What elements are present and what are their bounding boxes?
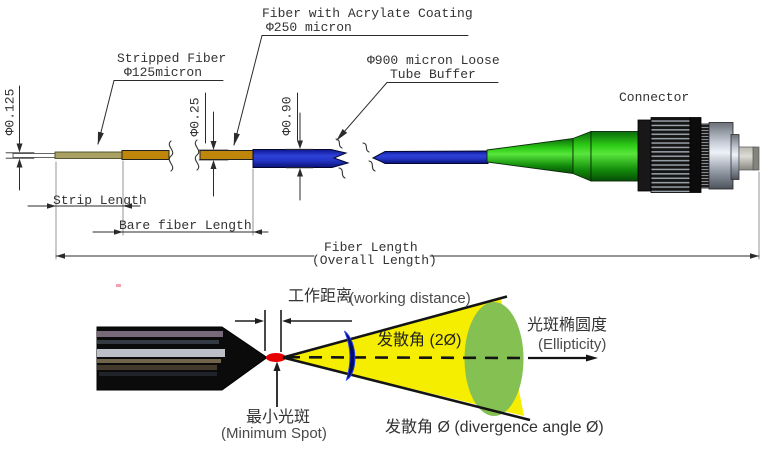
connector-ferrule-endcap [752, 146, 760, 171]
dim-fiber-length-label: Fiber Length [324, 240, 418, 255]
cone-edge-bottom [282, 356, 531, 422]
working-distance-label-en: (working distance) [349, 290, 471, 307]
break-symbol [168, 140, 174, 172]
fiber-segment-2 [194, 138, 350, 179]
length-dimension-lines [27, 203, 760, 259]
callout-loose-tube-line1: Φ900 micron Loose [367, 53, 500, 68]
dim-bare-fiber-length-label: Bare fiber Length [119, 218, 252, 233]
callout-leaders [97, 35, 499, 146]
minimum-spot-label-en: (Minimum Spot) [221, 425, 327, 442]
dim-overall-length-label: (Overall Length) [312, 253, 437, 268]
cable-bar [371, 150, 489, 164]
dim-phi-090-lines [285, 92, 314, 201]
break-symbol [194, 139, 200, 171]
minimum-spot-label-zh: 最小光斑 [246, 409, 311, 426]
connector-collar [730, 134, 740, 180]
callout-stripped-line1: Stripped Fiber [117, 51, 227, 66]
dim-phi-025-label: Φ0.25 [187, 97, 203, 137]
connector-flange [637, 119, 652, 192]
callout-acrylate-line1: Fiber with Acrylate Coating [262, 6, 473, 21]
connector-body [708, 122, 734, 190]
extension-lines [55, 160, 760, 260]
break-squiggle [368, 160, 376, 172]
focus-spot [266, 353, 286, 362]
lens-meniscus [344, 330, 356, 382]
fiber-segment-1 [12, 140, 174, 172]
axis-arrow-head [586, 354, 598, 362]
coated-fiber-bar-2 [199, 150, 254, 160]
fc-connector [486, 117, 760, 193]
dim-phi-025-lines [198, 92, 229, 197]
ellipticity-label-zh: 光斑椭圆度 [527, 317, 608, 334]
callout-stripped-line2: Φ125micron [124, 65, 203, 80]
full-divergence-label: 发散角 (2Ø) [377, 332, 462, 349]
loose-tube-bar [252, 149, 350, 168]
callout-connector: Connector [619, 90, 690, 105]
pink-artifact [116, 284, 121, 287]
optical-axis-dashed [286, 355, 523, 360]
connector-boot-taper [486, 137, 574, 175]
callout-acrylate-line2: Φ250 micron [266, 20, 352, 35]
coated-fiber-bar-1 [121, 150, 170, 160]
cone-edge-top [282, 295, 508, 359]
break-squiggle [362, 142, 370, 153]
divergence-angle-label: 发散角 Ø (divergence angle Ø) [385, 419, 604, 436]
dim-phi-0125-lines [5, 85, 35, 191]
break-squiggle [338, 167, 346, 179]
connector-fine-ribs [700, 123, 710, 189]
callout-loose-tube-line2: Tube Buffer [390, 67, 476, 82]
connector-ring [689, 117, 702, 193]
lensed-fiber-tip [96, 326, 268, 391]
working-distance-label-zh: 工作距离 [288, 288, 353, 305]
beam-divergence-drawing [96, 284, 598, 422]
connector-boot-neck [572, 130, 592, 182]
fiber-segment-3 [362, 142, 489, 172]
dim-strip-length-label: Strip Length [53, 193, 147, 208]
stripped-glass-fiber [12, 153, 56, 158]
connector-boot-cylinder [590, 131, 640, 182]
dim-phi-0125-label: Φ0.125 [2, 88, 18, 136]
minimum-spot-pointer [273, 361, 281, 407]
working-distance-dim [235, 310, 352, 352]
break-squiggle [335, 138, 343, 149]
connector-ferrule [738, 146, 756, 171]
fiber-construction-drawing [5, 35, 760, 260]
ellipticity-label-en: (Ellipticity) [538, 336, 607, 353]
dim-phi-090-label: Φ0.90 [279, 96, 295, 136]
bare-fiber-bar [54, 151, 123, 159]
connector-knurled-nut [650, 117, 691, 193]
